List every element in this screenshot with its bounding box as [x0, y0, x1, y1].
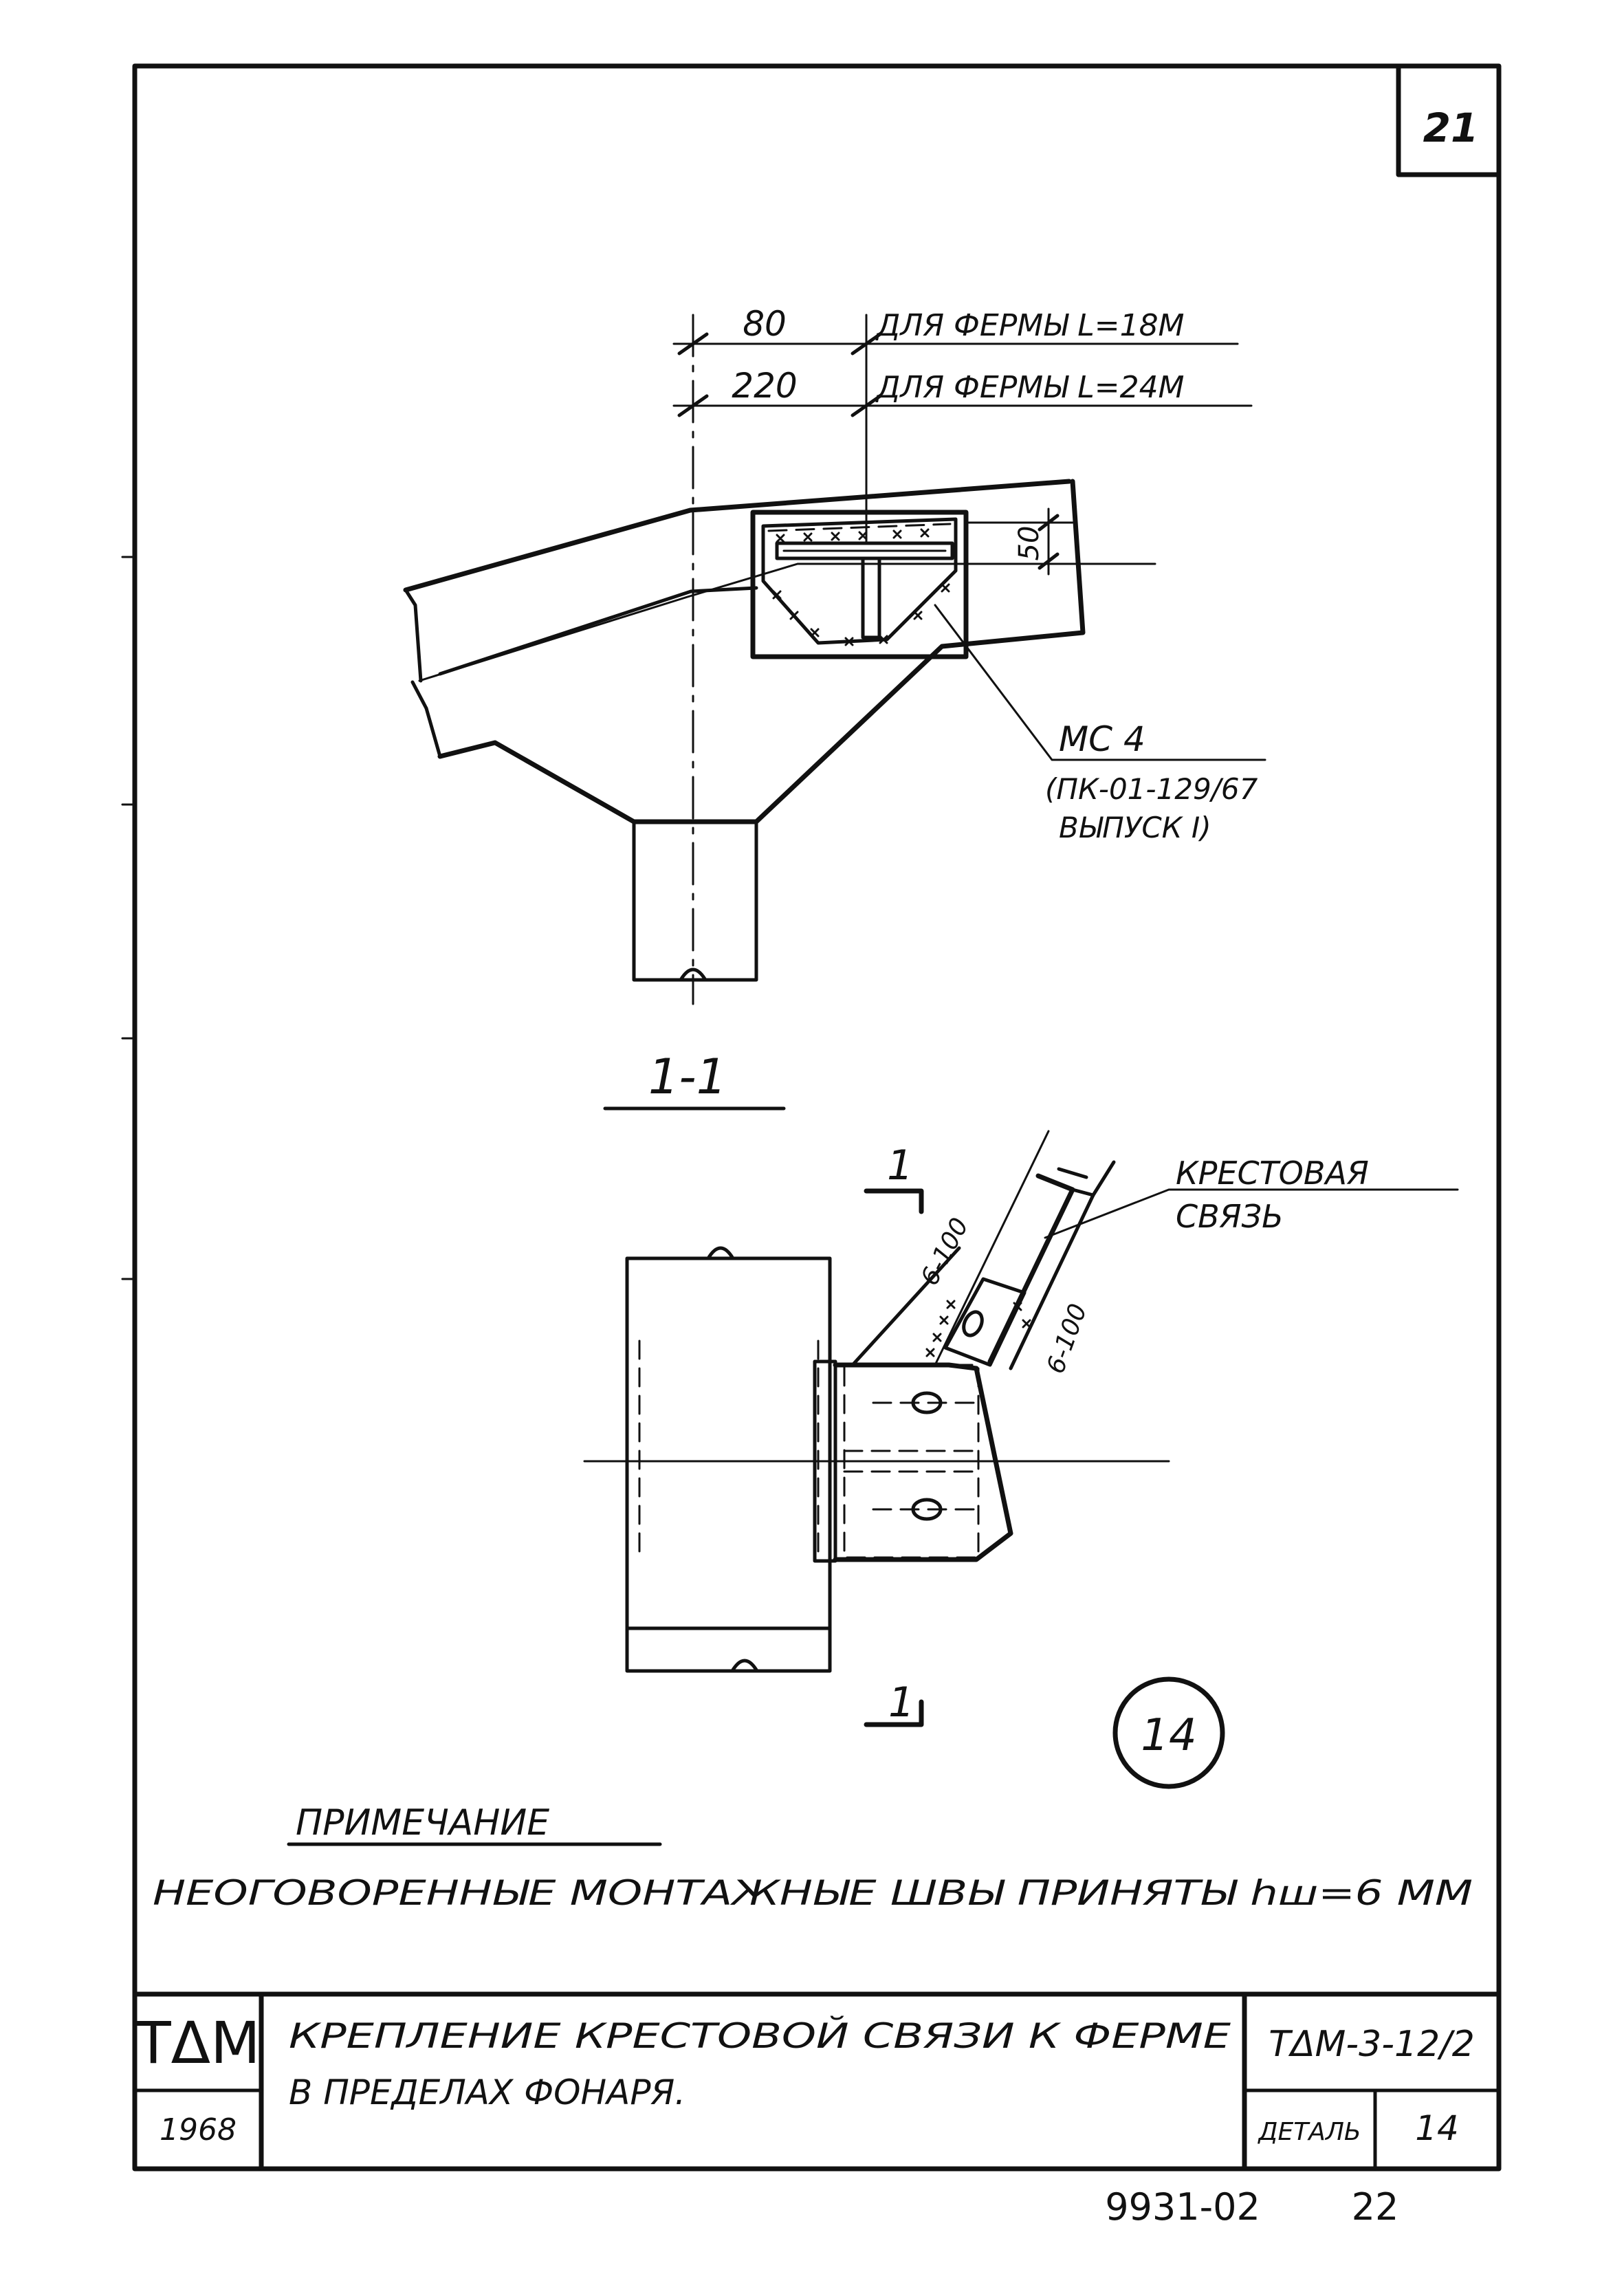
callout-issue: ВЫПУСК I) [1059, 811, 1211, 844]
archive-page: 22 [1352, 2185, 1399, 2229]
dim-220-value: 220 [732, 366, 797, 406]
column-body [625, 1256, 832, 1673]
title-line-2: В ПРЕДЕЛАХ ФОНАРЯ. [289, 2073, 685, 2112]
drawing-code: ТΔМ-3-12/2 [1269, 2024, 1475, 2065]
cut-label-top: 1 [887, 1141, 913, 1190]
dim-side-50: 50 [1013, 526, 1045, 561]
detail-circle-number: 14 [1141, 1710, 1196, 1761]
brace-leader [1044, 1188, 1459, 1239]
dim-80-note: ДЛЯ ФЕРМЫ L=18М [875, 308, 1185, 343]
vertical-post [632, 820, 758, 982]
section-view [583, 1130, 1459, 1789]
callout-ref: (ПК-01-129/67 [1045, 772, 1258, 806]
note-text: НЕОГОВОРЕННЫЕ МОНТАЖНЫЕ ШВЫ ПРИНЯТЫ hш=6… [153, 1873, 1473, 1913]
top-chord-lower-edge [438, 586, 758, 676]
note-heading: ПРИМЕЧАНИЕ [296, 1802, 549, 1844]
callout-leader [934, 604, 1266, 761]
archive-code: 9931-02 [1105, 2185, 1260, 2229]
sheet-number: 21 [1423, 105, 1479, 151]
weld-label-1: 6-100 [916, 1214, 974, 1291]
top-view [403, 314, 1266, 1005]
stamp-org: ТΔМ [135, 2009, 260, 2077]
title-line-1: КРЕПЛЕНИЕ КРЕСТОВОЙ СВЯЗИ К ФЕРМЕ [289, 2015, 1231, 2056]
detail-label: ДЕТАЛЬ [1257, 2118, 1361, 2146]
stamp-year: 1968 [160, 2112, 237, 2147]
cut-mark-bottom [864, 1699, 924, 1727]
dim-220-note: ДЛЯ ФЕРМЫ L=24М [875, 370, 1185, 405]
connection-plate [750, 510, 969, 659]
title-block [132, 1991, 1502, 2172]
detail-circle [1112, 1676, 1225, 1789]
dim-80-value: 80 [743, 304, 787, 344]
cut-mark-top [864, 1188, 924, 1214]
brace-label-1: КРЕСТОВАЯ [1176, 1155, 1369, 1192]
gusset-edge [813, 1359, 837, 1563]
detail-number: 14 [1415, 2108, 1459, 2148]
section-title: 1-1 [648, 1049, 727, 1105]
top-chord-upper-edge [403, 479, 1072, 593]
callout-mc4: МС 4 [1059, 719, 1145, 759]
cut-label-bottom: 1 [888, 1679, 914, 1727]
sheet-frame [121, 63, 1502, 2172]
brace-label-2: СВЯЗЬ [1176, 1198, 1284, 1235]
weld-label-2: 6-100 [1042, 1300, 1093, 1377]
